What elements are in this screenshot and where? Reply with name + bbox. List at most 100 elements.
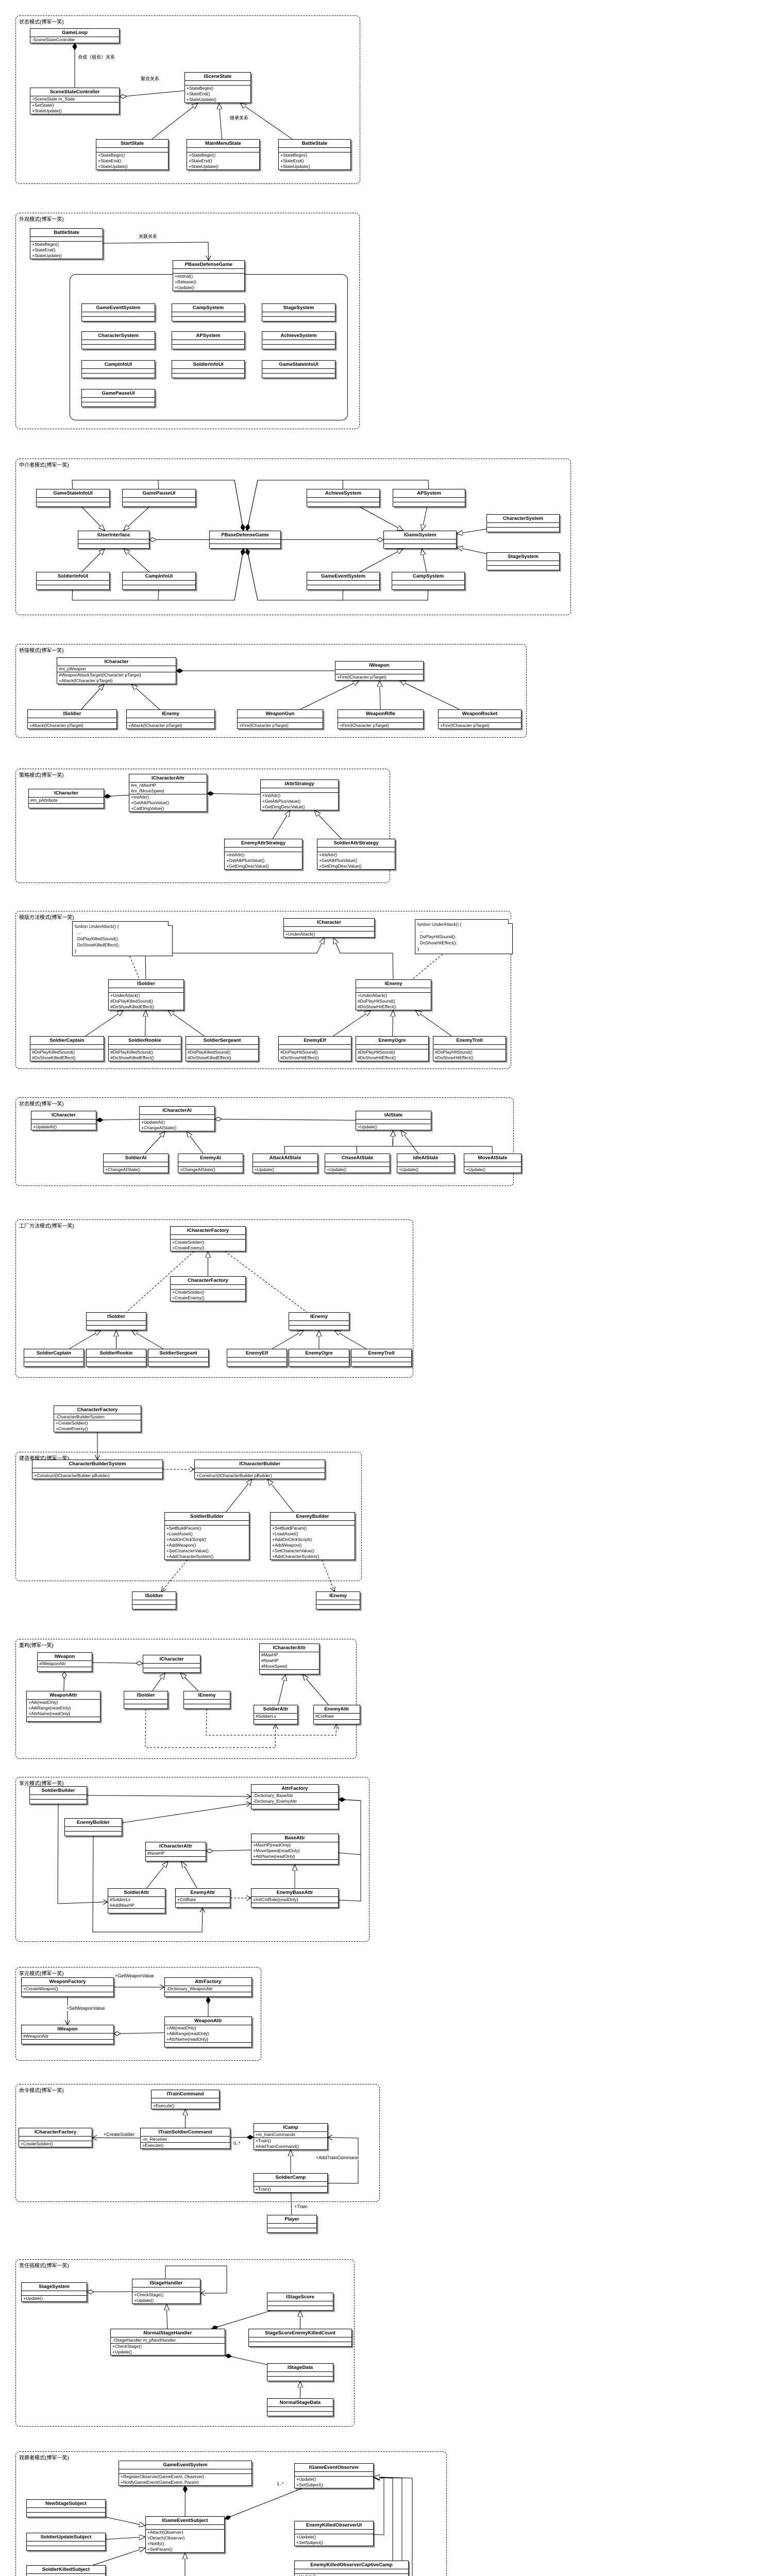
uml-edge — [303, 1674, 329, 1705]
class-method: +SetCharacterValue() — [272, 1548, 314, 1553]
class-box-StartState: StartState+StateBegin()+StateEnd()+State… — [96, 139, 169, 170]
class-box-SoldierCaptain: SoldierCaptain — [24, 1349, 84, 1367]
relation-label: 合成（组合）关系 — [77, 54, 116, 60]
class-title: CharacterFactory — [171, 1277, 245, 1285]
class-box-ISoldier: ISoldier — [86, 1312, 146, 1330]
class-title: EnemyBuilder — [65, 1819, 122, 1827]
class-methods: #WeaponAttackTarget(ICharacter pTarget)+… — [57, 672, 176, 684]
class-methods — [22, 1992, 113, 1996]
class-attributes — [295, 2569, 408, 2573]
class-attribute: -CharacterBuilderSystem — [56, 1414, 105, 1419]
class-methods: +Update()+SetSubject() — [295, 2476, 373, 2488]
class-method: #WeaponAttackTarget(ICharacter pTarget) — [59, 672, 141, 677]
uml-edge — [356, 1130, 393, 1154]
class-box-IEnemy: IEnemy+Attack(ICharacter pTarget) — [126, 709, 215, 729]
class-methods: +Train()#AddTrainCommand() — [254, 2138, 327, 2149]
uml-edge — [328, 2138, 359, 2184]
class-attributes — [384, 539, 456, 544]
class-method: +InitAttr() — [319, 852, 338, 857]
uml-edge — [412, 954, 443, 980]
uml-edge — [284, 1130, 393, 1154]
class-methods: +Fire(ICharacter pTarget) — [338, 722, 423, 728]
class-methods — [254, 1719, 297, 1724]
class-methods — [65, 1831, 122, 1836]
class-attributes — [19, 2137, 92, 2141]
class-box-CampSystem: CampSystem — [392, 572, 465, 590]
class-box-BattleState: BattleState+StateBegin()+StateEnd()+Stat… — [278, 139, 351, 170]
class-attributes — [27, 2508, 105, 2512]
class-attributes — [173, 269, 244, 273]
class-attribute: #NowHP — [147, 1851, 165, 1856]
class-box-ICharacter: ICharacter#m_pAttribute — [28, 789, 104, 808]
class-title: IGameSystem — [384, 531, 456, 539]
class-attributes — [143, 1664, 200, 1668]
uml-edge — [187, 1131, 204, 1154]
class-box-AchieveSystem: AchieveSystem — [307, 489, 380, 507]
class-title: SoldierAttr — [254, 1705, 297, 1714]
class-attribute: #NowHP — [261, 1658, 279, 1663]
class-title: IEnemy — [184, 1691, 230, 1700]
class-methods: +ChangeAIState() — [104, 1166, 168, 1173]
class-box-IEnemy: IEnemy — [316, 1591, 360, 1609]
uml-edge — [207, 793, 261, 794]
class-title: StageSystem — [262, 304, 335, 312]
class-title: EnemyOgre — [289, 1349, 349, 1358]
class-attributes — [184, 1700, 230, 1704]
uml-edge — [145, 1010, 146, 1037]
pattern-frame-label: 享元模式(博军一笑) — [19, 1781, 64, 1787]
class-method: +Update() — [296, 2534, 316, 2539]
class-methods — [108, 1908, 165, 1913]
uml-edge — [206, 1850, 251, 1851]
class-title: SoldierInfoUI — [37, 572, 109, 581]
class-attributes — [82, 369, 155, 373]
class-methods: +StateBegin()+StateEnd()+StateUpdate() — [279, 152, 350, 170]
class-title: EnemyElf — [279, 1037, 351, 1045]
uml-edge — [165, 2265, 227, 2293]
uml-edge — [145, 938, 324, 980]
class-box-MoveAIState: MoveAIState+Update() — [464, 1154, 522, 1173]
class-method: +Update() — [175, 285, 195, 290]
class-method: +Attack(ICharacter pTarget) — [128, 723, 182, 728]
class-method: #DoPlayKilledSound() — [110, 998, 154, 1004]
uml-edge — [272, 1330, 304, 1349]
class-attributes — [392, 581, 464, 585]
class-title: AchieveSystem — [262, 332, 335, 340]
class-title: ICharacterAI — [140, 1107, 214, 1115]
class-title: APSystem — [172, 332, 244, 340]
class-attributes — [30, 237, 103, 241]
class-attribute: +AtkRange{readOnly} — [166, 2031, 209, 2036]
class-box-EnemyKilledObserverUI: EnemyKilledObserverUI+Update()+SetSubjec… — [294, 2521, 374, 2546]
pattern-frame-f6: 模版方法模式(博军一笑) — [15, 911, 511, 1069]
class-attributes — [119, 2469, 251, 2473]
uml-edge — [92, 1836, 203, 1933]
class-attribute: #MaxHP — [261, 1652, 278, 1657]
class-box-EnemyKilledObserverCaptiveCamp: EnemyKilledObserverCaptiveCamp+Update()+… — [294, 2561, 409, 2576]
class-methods: +SetState()+StateUpdate() — [30, 102, 119, 114]
class-title: CampInfoUI — [82, 361, 155, 369]
class-attributes — [78, 539, 149, 544]
class-title: EnemyElf — [227, 1349, 287, 1358]
class-attributes — [464, 1162, 521, 1166]
class-box-ICharacter: ICharacter — [143, 1655, 200, 1673]
relation-label: +GetWeaponValue — [114, 1973, 155, 1978]
class-method: +NotifyGameEvent(GameEvent, Param) — [121, 2480, 199, 2485]
uml-edge — [105, 2517, 145, 2526]
class-title: EnemyAI — [178, 1154, 243, 1162]
class-methods — [24, 1362, 83, 1366]
class-methods — [82, 373, 155, 378]
class-method: +AddCharacterSystem() — [166, 1554, 214, 1559]
class-method: #DoShowKilledEffect() — [188, 1055, 231, 1060]
class-methods — [210, 544, 280, 548]
uml-edge — [291, 2192, 292, 2215]
class-attributes — [87, 1321, 146, 1325]
relation-label: 关联关系 — [138, 233, 158, 240]
class-box-SoldierInfoUI: SoldierInfoUI — [36, 572, 110, 590]
class-attribute: -SceneStateController — [32, 37, 75, 42]
class-attributes — [316, 1600, 360, 1604]
class-method: +UpdateAI() — [141, 1120, 165, 1125]
pattern-frame-label: 重构(博军一笑) — [19, 1643, 54, 1649]
class-attribute: #m_nMaxHP — [131, 783, 157, 788]
class-attributes: -Dictionary_WeaponAttr — [165, 1986, 251, 1992]
class-box-EnemyAI: EnemyAI+ChangeAIState() — [178, 1154, 243, 1173]
uml-edge — [161, 1560, 188, 1591]
